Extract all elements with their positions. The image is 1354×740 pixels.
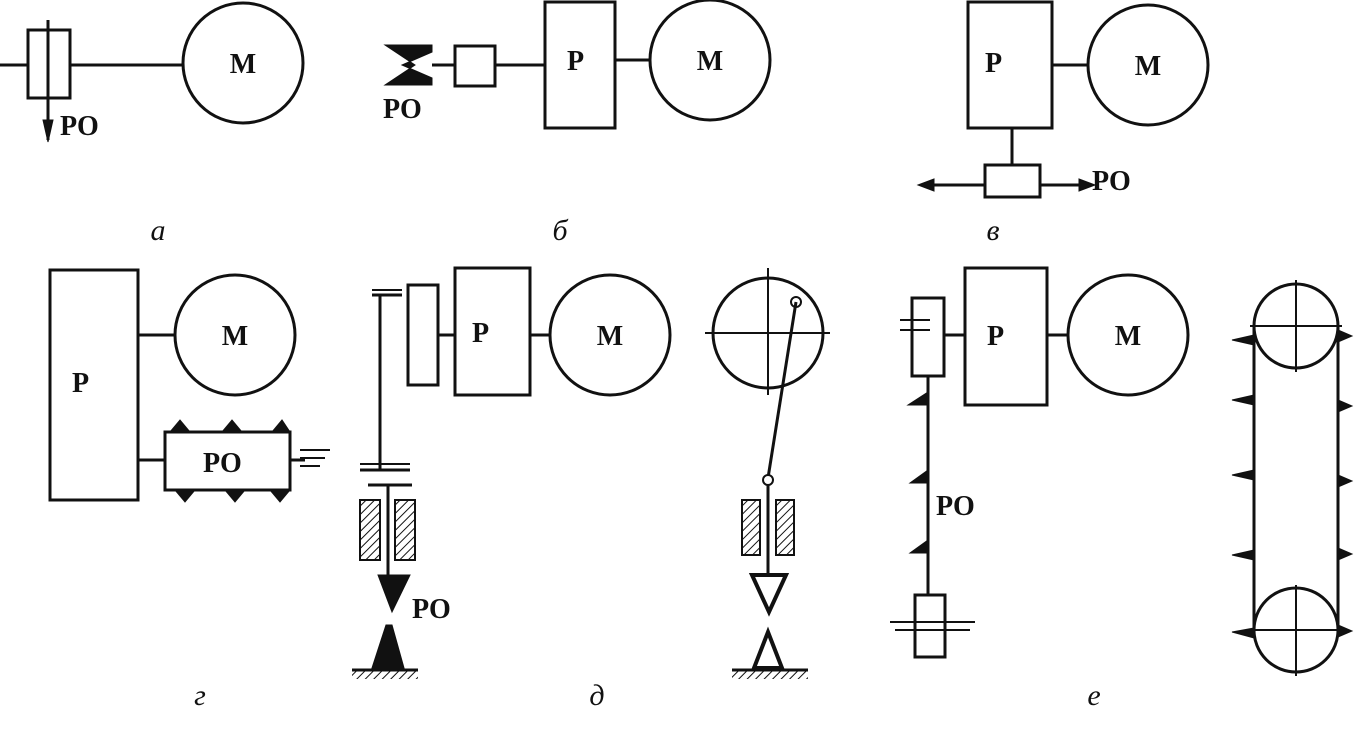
slider-v (983, 163, 1042, 199)
arrow-right-icon (1078, 178, 1097, 192)
reducer-b (543, 0, 617, 130)
motor-e (1066, 273, 1190, 397)
working-body-label: РО (936, 491, 975, 522)
auger-tooth-icon (268, 489, 292, 503)
reducer-d (453, 266, 532, 397)
sketch-punch-icon (748, 573, 790, 617)
working-body-label: РО (60, 111, 99, 142)
sketch-anvil-icon (751, 626, 785, 670)
crank-disk (406, 283, 440, 387)
motor-g (173, 273, 297, 397)
auger-tooth-icon (270, 419, 291, 433)
scheme-e: Р М РО е (890, 266, 1354, 712)
reducer-label: Р (472, 318, 489, 349)
guide-left-hatched (359, 499, 381, 561)
auger-tooth-icon (173, 489, 197, 503)
conveyor-tooth-icon (1337, 547, 1354, 561)
working-body-label: РО (203, 448, 242, 479)
motor-v (1086, 3, 1210, 127)
chain-tooth-icon (908, 469, 929, 484)
scheme-v: Р М РО в (916, 0, 1210, 247)
punch-icon (377, 574, 411, 614)
sprocket-bottom (913, 593, 947, 659)
reducer-g (48, 268, 140, 502)
motor-label: М (1115, 321, 1141, 352)
motor-label: М (230, 49, 256, 80)
caption-e: е (1087, 679, 1100, 712)
reducer-label: Р (987, 321, 1004, 352)
arrow-left-icon (916, 178, 935, 192)
reducer-label: Р (567, 46, 584, 77)
conveyor-tooth-icon (1231, 627, 1255, 639)
gripper-jaw-icon (383, 44, 433, 86)
conveyor-tooth-icon (1231, 469, 1255, 481)
chain-tooth-icon (906, 391, 929, 406)
motor-label: М (597, 321, 623, 352)
auger-tooth-icon (223, 489, 247, 503)
motor-b (648, 0, 772, 122)
conveyor-tooth-icon (1231, 394, 1255, 406)
conveyor-tooth-icon (1337, 624, 1354, 638)
coupling-b (453, 44, 497, 88)
reducer-e (963, 266, 1049, 407)
sprocket-top (910, 296, 946, 378)
anvil-icon (371, 624, 405, 669)
ground-hatch (352, 671, 418, 679)
conveyor-tooth-icon (1231, 549, 1255, 561)
connecting-rod-sketch (766, 301, 798, 479)
motor-d (548, 273, 672, 397)
sketch-guide-right (775, 499, 795, 556)
reducer-label: Р (985, 48, 1002, 79)
scheme-a: М РО а (0, 1, 305, 247)
motor-label: М (1135, 51, 1161, 82)
caption-a: а (151, 214, 166, 247)
working-body-label: РО (1092, 166, 1131, 197)
caption-v: в (986, 214, 999, 247)
motor-a (181, 1, 305, 125)
motor-label: М (222, 321, 248, 352)
auger-tooth-icon (168, 419, 192, 433)
sketch-guide-left (741, 499, 761, 556)
reducer-v (966, 0, 1054, 130)
scheme-g: Р М РО г (48, 268, 330, 712)
motor-label: М (697, 46, 723, 77)
reducer-label: Р (72, 368, 89, 399)
conveyor-tooth-icon (1231, 334, 1255, 346)
conveyor-tooth-icon (1337, 474, 1354, 488)
working-body-label: РО (412, 594, 451, 625)
caption-b: б (552, 214, 568, 247)
scheme-d: Р М РО д (352, 266, 830, 712)
conveyor-tooth-icon (1337, 399, 1354, 413)
arrow-down-icon (42, 119, 54, 143)
working-body-label: РО (383, 94, 422, 125)
conveyor-tooth-icon (1337, 329, 1354, 343)
slider-pin-icon (762, 474, 774, 486)
auger-tooth-icon (220, 419, 244, 433)
guide-right-hatched (394, 499, 416, 561)
caption-g: г (194, 679, 206, 712)
scheme-b: Р М РО б (383, 0, 772, 247)
chain-tooth-icon (908, 539, 929, 554)
sketch-ground-hatch (732, 671, 808, 679)
caption-d: д (589, 679, 604, 712)
